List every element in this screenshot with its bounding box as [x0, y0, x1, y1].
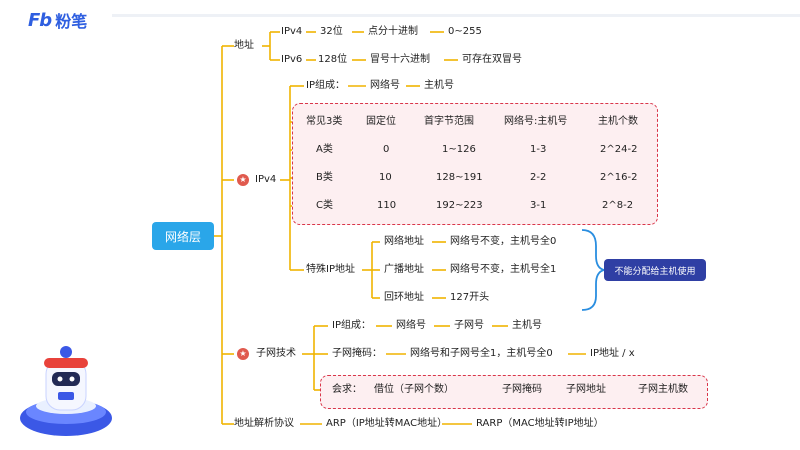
special-loopback-name: 回环地址 — [384, 292, 424, 303]
rarp-item: RARP（MAC地址转IP地址） — [476, 418, 604, 429]
arp-branch-label: 地址解析协议 — [234, 418, 294, 429]
class-b-range: 128~191 — [436, 172, 483, 183]
class-a-fixed: 0 — [383, 144, 390, 155]
brand-mark: Fb — [28, 9, 52, 31]
class-c-hosts: 2^8-2 — [602, 200, 634, 211]
subnet-calc-hosts: 子网主机数 — [638, 384, 688, 395]
special-note: 不能分配给主机使用 — [604, 259, 706, 281]
ip-composition-network: 网络号 — [370, 80, 400, 91]
subnet-mask-rule: 网络号和子网号全1，主机号全0 — [410, 348, 553, 359]
class-header-name: 常见3类 — [306, 116, 343, 127]
class-c-ratio: 3-1 — [530, 200, 547, 211]
ipv4-branch-label: IPv4 — [255, 174, 277, 185]
class-c-name: C类 — [316, 200, 333, 211]
subnet-calc-box — [320, 375, 708, 409]
class-a-hosts: 2^24-2 — [600, 144, 638, 155]
special-loopback-desc: 127开头 — [450, 292, 490, 303]
class-header-range: 首字节范围 — [424, 116, 474, 127]
special-network-name: 网络地址 — [384, 236, 424, 247]
subnet-calc-borrow: 借位（子网个数） — [374, 384, 454, 395]
ip-composition-label: IP组成： — [306, 80, 345, 91]
class-header-ratio: 网络号:主机号 — [504, 116, 568, 127]
brand-name: 粉笔 — [55, 12, 88, 31]
subnet-composition-network: 网络号 — [396, 320, 426, 331]
subnet-calc-label: 会求： — [332, 384, 362, 395]
special-ip-label: 特殊IP地址 — [306, 264, 355, 275]
subnet-mask-label: 子网掩码： — [332, 348, 382, 359]
class-b-ratio: 2-2 — [530, 172, 547, 183]
ipv4-range: 0~255 — [448, 26, 482, 37]
ipv4-notation: 点分十进制 — [368, 26, 418, 37]
special-broadcast-desc: 网络号不变，主机号全1 — [450, 264, 557, 275]
star-icon: ★ — [237, 174, 249, 186]
root-node: 网络层 — [152, 222, 214, 250]
ipv4-version: IPv4 — [281, 26, 303, 37]
address-label: 地址 — [234, 40, 254, 51]
class-a-range: 1~126 — [442, 144, 476, 155]
class-header-hosts: 主机个数 — [598, 116, 638, 127]
top-divider — [112, 14, 800, 17]
arp-item: ARP（IP地址转MAC地址） — [326, 418, 448, 429]
class-b-hosts: 2^16-2 — [600, 172, 638, 183]
class-b-name: B类 — [316, 172, 333, 183]
subnet-composition-label: IP组成： — [332, 320, 371, 331]
class-a-name: A类 — [316, 144, 333, 155]
subnet-mask-notation: IP地址 / x — [590, 348, 635, 359]
subnet-calc-mask: 子网掩码 — [502, 384, 542, 395]
ipv6-bits: 128位 — [318, 54, 348, 65]
class-b-fixed: 10 — [379, 172, 392, 183]
ipv6-version: IPv6 — [281, 54, 303, 65]
ip-class-table-box — [292, 103, 658, 225]
class-header-fixed: 固定位 — [366, 116, 396, 127]
class-c-fixed: 110 — [377, 200, 397, 211]
ip-composition-host: 主机号 — [424, 80, 454, 91]
special-network-desc: 网络号不变，主机号全0 — [450, 236, 557, 247]
subnet-composition-host: 主机号 — [512, 320, 542, 331]
ipv4-bits: 32位 — [320, 26, 343, 37]
class-a-ratio: 1-3 — [530, 144, 547, 155]
brand-logo: Fb 粉笔 — [28, 8, 87, 32]
special-broadcast-name: 广播地址 — [384, 264, 424, 275]
subnet-calc-address: 子网地址 — [566, 384, 606, 395]
star-icon: ★ — [237, 348, 249, 360]
subnet-composition-subnet: 子网号 — [454, 320, 484, 331]
ipv6-feature: 可存在双冒号 — [462, 54, 522, 65]
subnet-branch-label: 子网技术 — [256, 348, 296, 359]
mascot-illustration — [20, 346, 112, 436]
class-c-range: 192~223 — [436, 200, 483, 211]
ipv6-notation: 冒号十六进制 — [370, 54, 430, 65]
